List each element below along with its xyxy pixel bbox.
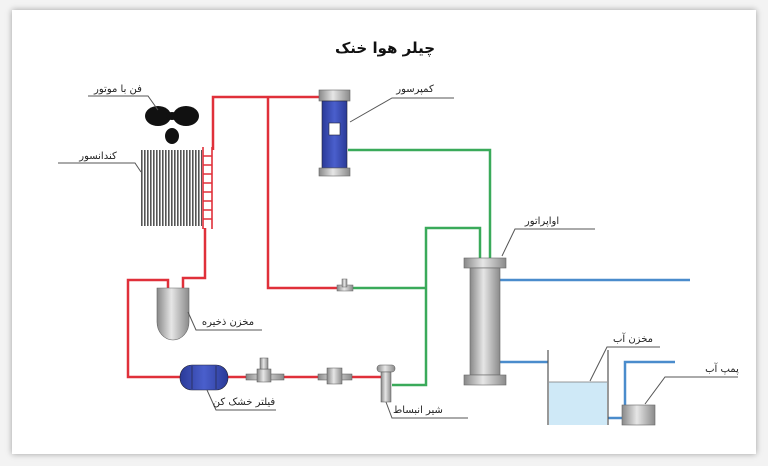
svg-text:شیر انبساط: شیر انبساط (393, 405, 443, 416)
svg-text:مخزن ذخیره: مخزن ذخیره (202, 317, 254, 328)
label-condenser: کندانسور (58, 151, 142, 173)
water-pump (621, 404, 656, 426)
tee-fitting (336, 278, 354, 292)
diagram-title: چیلر هوا خنک (335, 39, 435, 58)
svg-text:فن با موتور: فن با موتور (93, 84, 142, 95)
label-fan: فن با موتور (88, 84, 159, 111)
fan-icon (145, 106, 199, 144)
expansion-valve (376, 364, 396, 403)
label-expansion-valve: شیر انبساط (385, 401, 468, 419)
cold-refrigerant-lines (348, 148, 492, 387)
compressor (318, 89, 351, 177)
svg-text:فیلتر خشک کن: فیلتر خشک کن (213, 397, 276, 408)
solenoid-valve (317, 367, 353, 385)
water-tank (547, 350, 609, 425)
svg-text:کندانسور: کندانسور (78, 151, 117, 162)
label-water-tank: مخزن آب (589, 332, 660, 382)
water-lines (500, 278, 690, 420)
condenser (140, 147, 213, 229)
svg-text:مخزن آب: مخزن آب (613, 332, 653, 345)
svg-text:پمپ آب: پمپ آب (705, 362, 739, 375)
filter-drier (179, 364, 229, 391)
label-evaporator: اواپراتور (501, 216, 595, 257)
receiver-tank (156, 287, 190, 341)
hot-refrigerant-lines (126, 95, 382, 379)
label-compressor: کمپرسور (349, 84, 454, 123)
label-receiver: مخزن ذخیره (187, 311, 262, 331)
evaporator (463, 257, 507, 386)
label-water-pump: پمپ آب (644, 362, 739, 405)
svg-text:کمپرسور: کمپرسور (395, 84, 434, 95)
label-filter-drier: فیلتر خشک کن (206, 389, 276, 411)
svg-text:اواپراتور: اواپراتور (524, 216, 559, 227)
sight-glass (245, 357, 285, 383)
